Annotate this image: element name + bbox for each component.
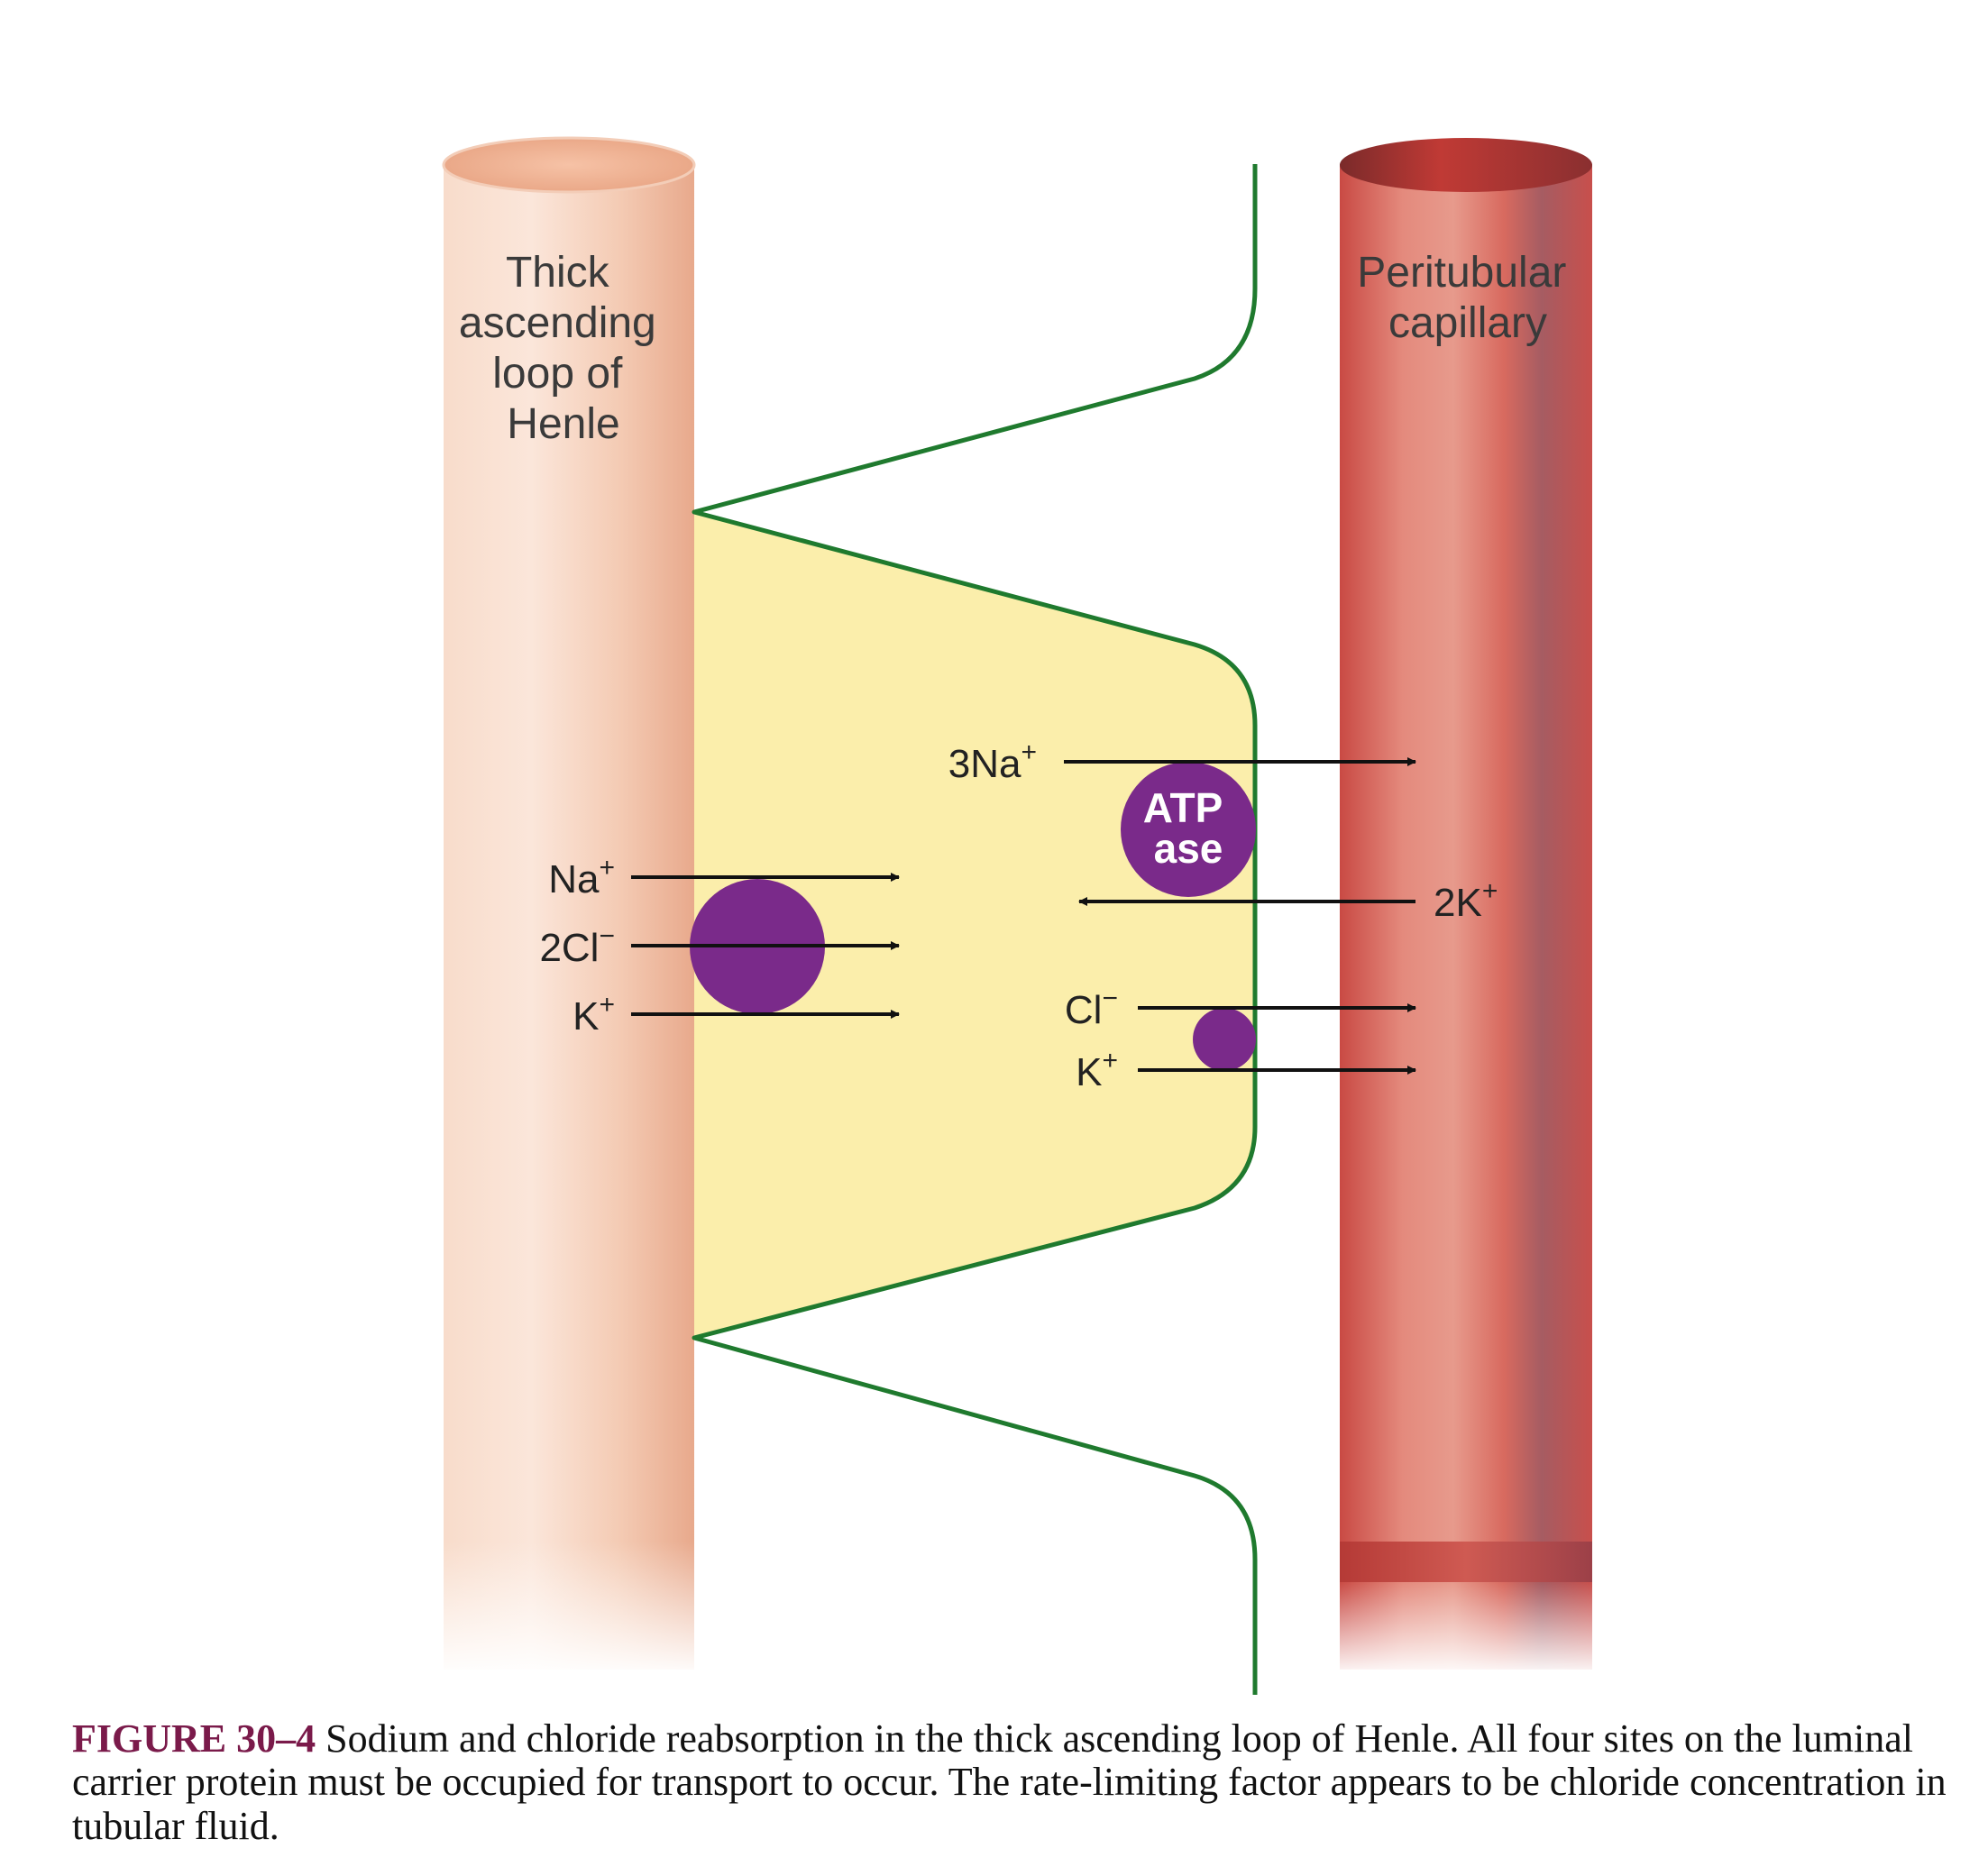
thick-ascending-loop-tube (442, 136, 696, 1677)
basolateral-carrier-protein (1193, 1008, 1256, 1071)
caption-text: Sodium and chloride reabsorption in the … (72, 1716, 1947, 1848)
cell-membranes (692, 164, 1258, 1695)
figure-number: FIGURE 30–4 (72, 1716, 316, 1761)
capillary-label-line: Peritubular (1357, 249, 1566, 297)
capillary-label: Peritubular capillary (1357, 249, 1578, 347)
epithelial-cell (694, 512, 1255, 1338)
tubule-label-line: Thick (506, 249, 610, 297)
na-label: Na+ (548, 853, 615, 901)
3na-label: 3Na+ (948, 737, 1037, 786)
na-k-atpase: ATP ase 3Na+ 2K+ (948, 737, 1498, 925)
upper-cell-membrane (692, 164, 1258, 1127)
peritubular-capillary (1340, 138, 1592, 1677)
capillary-label-line: capillary (1388, 299, 1547, 347)
basolateral-cotransporter: Cl− K+ (1065, 984, 1416, 1094)
tubule-label: Thick ascending loop of Henle (459, 249, 668, 448)
tube-opening (442, 136, 696, 194)
k-label: K+ (573, 990, 615, 1039)
k-out-label: K+ (1076, 1046, 1118, 1094)
figure-caption: FIGURE 30–4 Sodium and chloride reabsorp… (72, 1716, 1956, 1848)
cl-out-label: Cl− (1065, 984, 1118, 1032)
tubule-label-line: Henle (507, 400, 619, 448)
atpase-label: ATP ase (1143, 784, 1234, 872)
tubule-label-line: ascending (459, 299, 656, 347)
tubule-label-line: loop of (492, 350, 623, 398)
atpase-pump (1121, 762, 1256, 897)
2k-label: 2K+ (1434, 876, 1498, 925)
luminal-cotransporter: Na+ 2Cl− K+ (539, 853, 900, 1039)
capillary-opening (1340, 138, 1592, 192)
lower-cell-membrane (692, 1126, 1258, 1695)
cl-label: 2Cl− (539, 921, 615, 970)
